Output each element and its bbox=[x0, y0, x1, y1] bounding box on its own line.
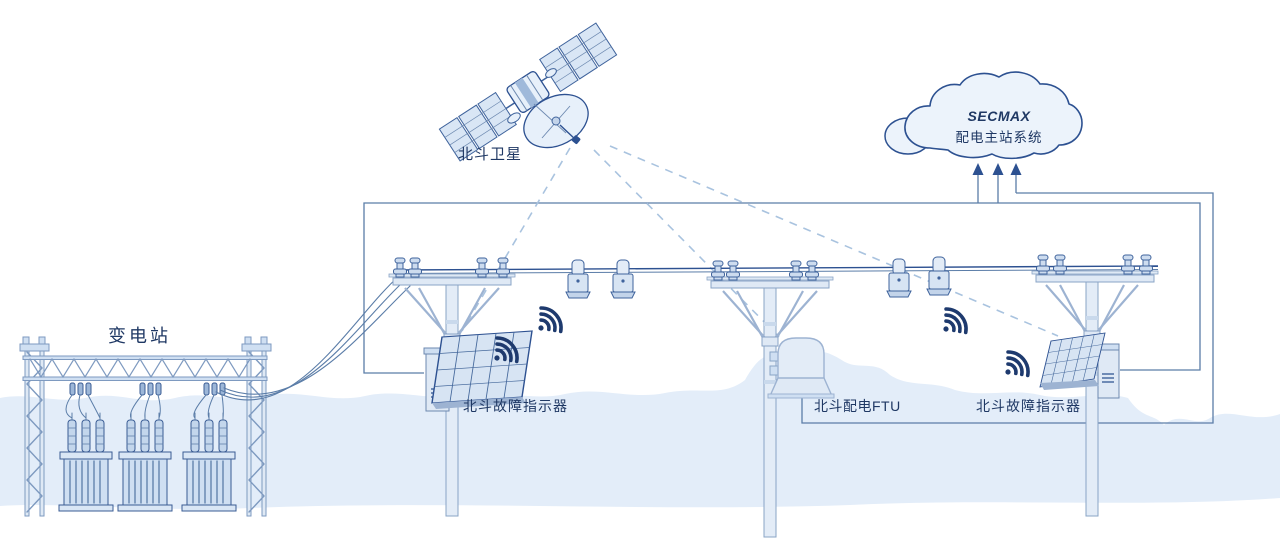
connector-ftu bbox=[801, 192, 1214, 424]
line-fault-sensors bbox=[565, 256, 952, 299]
substation-insulator-clusters bbox=[69, 382, 226, 396]
line-sensor bbox=[565, 259, 591, 299]
pin-insulators bbox=[1036, 254, 1153, 275]
satellite-links bbox=[461, 145, 1059, 345]
arrow-up-icon bbox=[992, 163, 1004, 175]
cloud-shape bbox=[904, 71, 1083, 160]
substation bbox=[19, 275, 411, 517]
wifi-icon bbox=[1005, 350, 1030, 378]
utility-pole-2 bbox=[706, 260, 834, 538]
cloud-system-name: 配电主站系统 bbox=[955, 130, 1043, 145]
cloud-brand: SECMAX bbox=[967, 108, 1031, 124]
satellite-link-right-pole bbox=[609, 145, 1059, 337]
fault-indicator-device-right bbox=[1039, 332, 1120, 399]
fault-indicator-label-left: 北斗故障指示器 bbox=[463, 398, 568, 414]
cloud-label-block: SECMAX 配电主站系统 bbox=[928, 108, 1070, 146]
pin-insulators bbox=[393, 257, 510, 278]
satellite-link-ftu bbox=[593, 149, 787, 345]
wifi-icon bbox=[943, 307, 968, 335]
master-station-cloud bbox=[884, 71, 1083, 160]
satellite-label: 北斗卫星 bbox=[458, 146, 523, 163]
transformer bbox=[58, 412, 114, 512]
transformer bbox=[117, 412, 173, 512]
pin-insulators bbox=[711, 260, 819, 281]
line-sensor bbox=[886, 258, 912, 298]
beidou-satellite bbox=[438, 22, 618, 162]
ftu-label: 北斗配电FTU bbox=[814, 398, 901, 414]
substation-truss-beam bbox=[22, 355, 268, 381]
ftu-device bbox=[767, 337, 835, 399]
substation-transformers bbox=[58, 412, 237, 512]
arrow-up-icon bbox=[972, 163, 984, 175]
fault-indicator-label-right: 北斗故障指示器 bbox=[976, 398, 1081, 414]
substation-feeder-wires bbox=[215, 275, 411, 401]
transformer bbox=[181, 412, 237, 512]
fault-indicator-device-left bbox=[423, 330, 533, 412]
backhaul-connectors bbox=[363, 174, 1214, 424]
landscape-silhouette bbox=[0, 348, 1280, 509]
satellite-link-left-pole bbox=[461, 147, 571, 332]
uplink-arrowheads bbox=[972, 163, 1022, 175]
line-sensor bbox=[926, 256, 952, 296]
solar-panel bbox=[431, 330, 533, 404]
connector-fault-indicators bbox=[363, 202, 1201, 374]
substation-label: 变电站 bbox=[108, 326, 171, 346]
arrow-up-icon bbox=[1010, 163, 1022, 175]
satellite-dish bbox=[523, 93, 589, 149]
line-sensor bbox=[610, 259, 636, 299]
power-line bbox=[393, 265, 1159, 274]
wifi-icon bbox=[538, 306, 563, 334]
